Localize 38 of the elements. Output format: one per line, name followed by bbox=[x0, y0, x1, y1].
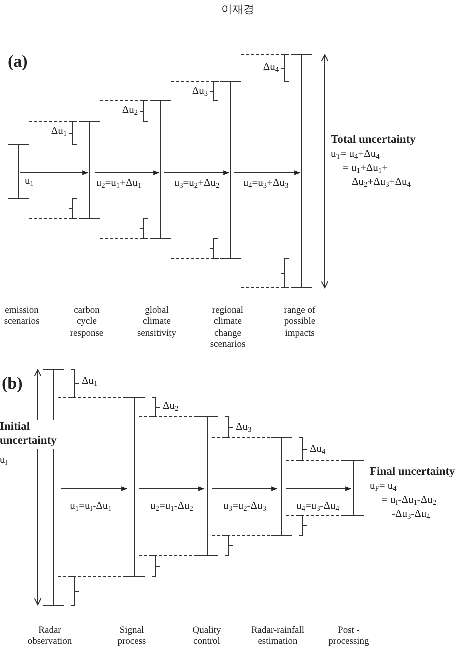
stage-label: regional climate change scenarios bbox=[209, 306, 247, 352]
formula: u$_{F}$= u$_{4}$ bbox=[370, 481, 397, 494]
formula: = u$_{1}$+Δu$_{1}$+ bbox=[343, 163, 388, 176]
stage-label: Radar observation bbox=[26, 626, 74, 649]
formula: u$_{T}$= u$_{4}$+Δu$_{4}$ bbox=[331, 149, 380, 162]
panel-label: (b) bbox=[2, 374, 23, 394]
stage-label: emission scenarios bbox=[3, 306, 41, 329]
formula: Δu$_{2}$+Δu$_{3}$+Δu$_{4}$ bbox=[352, 177, 411, 190]
stage-label: global climate sensitivity bbox=[136, 306, 178, 340]
delta-label: Δu$_{3}$ bbox=[236, 422, 252, 434]
formula: u$_{1}$ bbox=[25, 176, 34, 188]
stage-label: Signal process bbox=[116, 626, 148, 649]
delta-label: Δu$_{1}$ bbox=[82, 376, 98, 388]
heading: Final uncertainty bbox=[370, 466, 456, 480]
panel-label: (a) bbox=[8, 52, 28, 72]
stage-label: carbon cycle response bbox=[69, 306, 105, 340]
stage-label: Quality control bbox=[192, 626, 222, 649]
delta-label: Δu$_{4}$ bbox=[263, 62, 279, 74]
delta-label: Δu$_{2}$ bbox=[122, 105, 138, 118]
delta-label: Δu$_{2}$ bbox=[163, 401, 179, 414]
header-text: 이재경 bbox=[222, 4, 254, 17]
formula: u$_{2}$=u$_{1}$+Δu$_{1}$ bbox=[96, 178, 142, 190]
formula: u$_{4}$=u$_{3}$-Δu$_{4}$ bbox=[296, 501, 340, 514]
delta-label: Δu$_{3}$ bbox=[192, 86, 208, 98]
formula: u$_{4}$=u$_{3}$+Δu$_{3}$ bbox=[243, 178, 289, 190]
stage-label: Radar-rainfall estimation bbox=[250, 626, 306, 649]
formula: u$_{I}$ bbox=[0, 455, 8, 468]
delta-label: Δu$_{4}$ bbox=[310, 444, 326, 456]
formula: u$_{2}$=u$_{1}$-Δu$_{2}$ bbox=[150, 501, 194, 514]
formula: -Δu$_{3}$-Δu$_{4}$ bbox=[392, 509, 430, 522]
formula: u$_{3}$=u$_{2}$-Δu$_{3}$ bbox=[224, 501, 266, 514]
formula: = u$_{I}$-Δu$_{1}$-Δu$_{2}$ bbox=[382, 495, 437, 508]
stage-label: range of possible impacts bbox=[283, 306, 317, 340]
formula: u$_{1}$=u$_{I}$-Δu$_{1}$ bbox=[70, 501, 112, 514]
stage-label: Post -processing bbox=[328, 626, 370, 649]
delta-label: Δu$_{1}$ bbox=[51, 126, 67, 138]
heading: Total uncertainty bbox=[331, 134, 416, 148]
formula: u$_{3}$=u$_{2}$+Δu$_{2}$ bbox=[174, 178, 220, 190]
